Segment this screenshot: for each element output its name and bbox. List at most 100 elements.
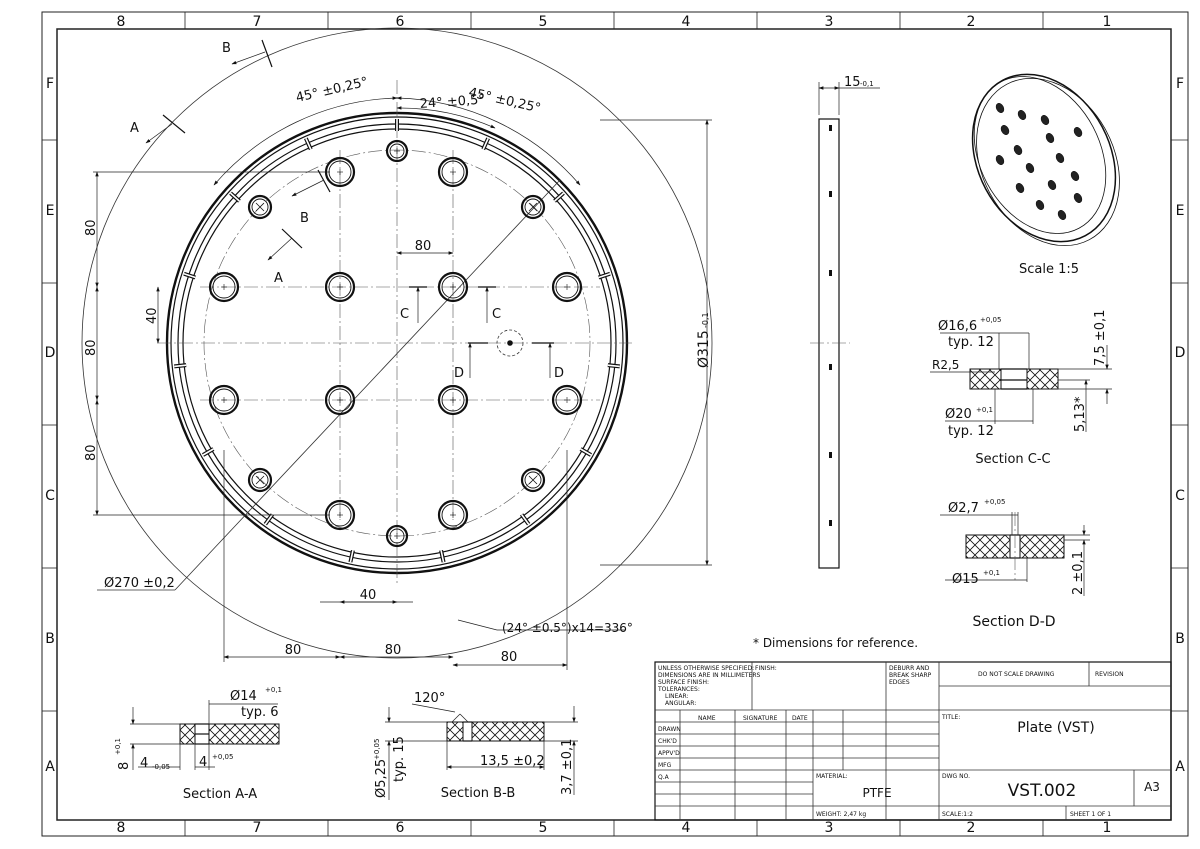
cc-typ12-bot: typ. 12 <box>948 424 994 439</box>
cc-h75: 7,5 ±0,1 <box>1093 310 1108 366</box>
revision-label: REVISION <box>1095 671 1124 678</box>
iso-hole <box>1013 144 1023 156</box>
pin-slot <box>553 191 565 203</box>
section-mark-c-left: C <box>400 307 409 322</box>
plate-hole <box>247 467 273 493</box>
col-label-bottom: 3 <box>825 820 834 836</box>
plate-hole <box>324 384 356 416</box>
side-hole-mark <box>829 452 832 458</box>
col-label-bottom: 1 <box>1103 820 1112 836</box>
no-scale-label: DO NOT SCALE DRAWING <box>978 671 1055 678</box>
reference-note: * Dimensions for reference. <box>753 636 918 650</box>
pin-slot <box>607 363 620 369</box>
section-cc: Ø16,6 +0,05 typ. 12 R2,5 Ø20 +0,1 typ. 1… <box>930 310 1112 467</box>
dim-v80-top: 80 <box>84 219 99 236</box>
row-label: APPV'D <box>658 750 680 757</box>
col-label-top: 1 <box>1103 14 1112 30</box>
spec-line: TOLERANCES: <box>657 686 700 693</box>
iso-hole <box>1035 199 1045 211</box>
plate-hole <box>520 467 546 493</box>
pin-slot <box>519 513 531 526</box>
dd-d27-tol: +0,05 <box>984 498 1005 506</box>
dim-h80-b: 80 <box>385 643 402 658</box>
col-label-top: 2 <box>967 14 976 30</box>
deburr-line: DEBURR AND <box>889 665 930 672</box>
section-mark-c-right: C <box>492 307 501 322</box>
plate-hole <box>324 271 356 303</box>
col-label-bottom: 7 <box>253 820 262 836</box>
dim-v80-mid: 80 <box>84 339 99 356</box>
dd-h2: 2 ±0,1 <box>1071 551 1086 595</box>
spec-line: ANGULAR: <box>665 700 696 707</box>
aa-d14-tol: +0,1 <box>265 686 282 694</box>
sheet-size: A3 <box>1144 780 1160 794</box>
scale-label: SCALE:1:2 <box>942 811 973 818</box>
dim-pattern: (24° ±0.5°)x14=336° <box>502 621 633 635</box>
bb-d525-tol: +0,05 <box>373 739 381 760</box>
aa-h8-tol: +0,1 <box>114 738 122 755</box>
iso-hole <box>1073 192 1083 204</box>
bb-title: Section B-B <box>441 786 516 801</box>
pin-slot <box>579 447 592 457</box>
col-label-bottom: 6 <box>396 820 405 836</box>
row-label-left: D <box>45 345 56 361</box>
dim-d315-tol: -0,1 <box>701 312 710 328</box>
plate-hole <box>385 139 409 163</box>
section-dd: Ø2,7 +0,05 Ø15 +0,1 2 ±0,1 Section D-D <box>940 498 1090 630</box>
row-label-right: E <box>1176 203 1185 219</box>
section-mark-d-left: D <box>454 366 464 381</box>
row-label-right: F <box>1176 76 1184 92</box>
dim-thickness: 15 <box>844 75 861 90</box>
cc-typ12-top: typ. 12 <box>948 335 994 350</box>
plate-hole <box>520 194 546 220</box>
col-label-bottom: 5 <box>539 820 548 836</box>
section-mark-b-lower: B <box>300 211 309 226</box>
bb-h37: 3,7 ±0,1 <box>560 739 575 795</box>
pin-slot <box>174 363 187 369</box>
iso-hole <box>1073 126 1083 138</box>
iso-view: Scale 1:5 <box>971 73 1120 277</box>
deburr-line: BREAK SHARP <box>889 672 932 679</box>
iso-hole <box>1055 152 1065 164</box>
row-label-right: D <box>1175 345 1186 361</box>
section-bb: 120° Ø5,25 +0,05 typ. 15 13,5 ±0,2 3,7 ±… <box>373 691 578 801</box>
dim-v80-bot: 80 <box>84 444 99 461</box>
dim-d315: Ø315 <box>696 330 712 368</box>
dim-thickness-tol: -0,1 <box>860 80 874 88</box>
dim-h80-c: 80 <box>501 650 518 665</box>
pin-slot <box>481 137 490 151</box>
row-label-left: E <box>46 203 55 219</box>
row-label-right: A <box>1175 759 1185 775</box>
plate-hole <box>551 384 583 416</box>
pin-slot <box>348 549 355 563</box>
row-label-left: F <box>46 76 54 92</box>
plate-hole <box>208 384 240 416</box>
plate-hole <box>437 384 469 416</box>
aa-w4a-tol: -0,05 <box>152 763 170 771</box>
pin-slot <box>439 549 446 563</box>
col-signature: SIGNATURE <box>743 715 778 722</box>
col-label-top: 7 <box>253 14 262 30</box>
side-hole-mark <box>829 191 832 197</box>
dd-d27: Ø2,7 <box>948 501 979 516</box>
col-label-top: 4 <box>682 14 691 30</box>
pin-slot <box>263 513 275 526</box>
weight-label: WEIGHT: 2,47 kg <box>816 811 866 818</box>
dd-d15-tol: +0,1 <box>983 569 1000 577</box>
section-mark-b-upper: B <box>222 41 231 56</box>
row-label: DRAWN <box>658 726 681 733</box>
dwg-number: VST.002 <box>1008 781 1077 801</box>
cc-d20-tol: +0,1 <box>976 406 993 414</box>
dim-h40-bottom: 40 <box>360 588 377 603</box>
iso-hole <box>1015 182 1025 194</box>
cc-r25: R2,5 <box>932 358 959 372</box>
drawing-title: Plate (VST) <box>1017 720 1094 736</box>
cc-d20: Ø20 <box>945 407 972 422</box>
plate-hole <box>437 499 469 531</box>
pin-slot <box>183 271 196 280</box>
aa-h8: 8 <box>117 762 132 770</box>
col-name: NAME <box>698 715 716 722</box>
dim-a24: 24° ±0,5° <box>419 92 485 112</box>
side-hole-mark <box>829 125 832 131</box>
deburr-line: EDGES <box>889 679 910 686</box>
